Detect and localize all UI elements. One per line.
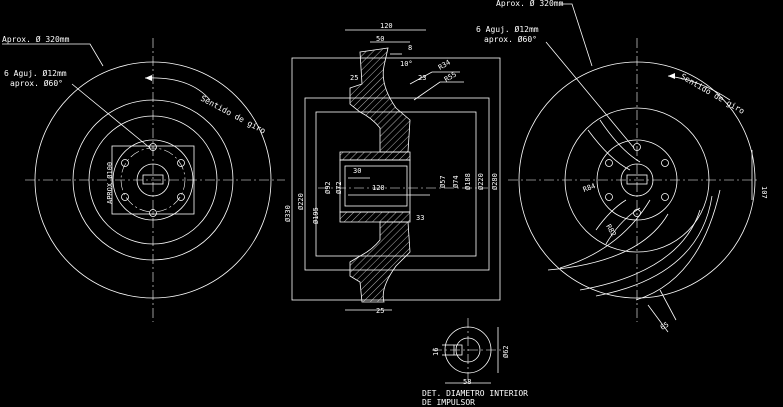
dim-33: 33: [416, 214, 424, 222]
left-rotation-label: Sentido de giro: [199, 94, 267, 136]
dim-57: Ø57: [439, 175, 447, 188]
dim-50: 50: [376, 35, 384, 43]
left-hub-label: APROX Ø100: [106, 162, 114, 204]
left-diameter-label: Aprox. Ø 320mm: [2, 34, 70, 44]
dim-10deg: 10°: [400, 60, 413, 68]
right-holes-label: 6 Aguj. Ø12mm: [476, 24, 539, 34]
bore-detail: 16 Ø62 58 DET. DIAMETRO INTERIOR DE IMPU…: [422, 318, 528, 407]
dim-330: Ø330: [284, 205, 292, 222]
dim-195: Ø195: [312, 207, 320, 224]
dim-92: Ø92: [324, 181, 332, 194]
dim-120-mid: 120: [372, 184, 385, 192]
dim-280: Ø280: [491, 173, 499, 190]
dim-r84: R84: [582, 182, 597, 194]
left-front-view: Aprox. Ø 320mm 6 Aguj. Ø12mm aprox. Ø60°…: [2, 34, 285, 322]
dim-25-left: 25: [350, 74, 358, 82]
dim-65: 65: [659, 321, 670, 332]
right-diameter-label: Aprox. Ø 320mm: [496, 0, 564, 8]
dim-188: Ø188: [464, 173, 472, 190]
dim-74: Ø74: [452, 175, 460, 188]
dim-220-left: Ø220: [297, 193, 305, 210]
dim-r34: R34: [437, 58, 452, 71]
right-back-view: Aprox. Ø 320mm 6 Aguj. Ø12mm aprox. Ø60°…: [476, 0, 768, 333]
dim-25-bottom: 25: [376, 307, 384, 315]
section-view: 120 50 8 10° R34 R55 25 23 Ø330 Ø220 Ø19…: [284, 22, 501, 315]
dim-72: Ø72: [335, 181, 343, 194]
dim-120-top: 120: [380, 22, 393, 30]
detail-caption-2: DE IMPULSOR: [422, 398, 475, 407]
detail-dim-62: Ø62: [502, 345, 510, 358]
detail-dim-16: 16: [432, 348, 440, 356]
dim-220-right: Ø220: [477, 173, 485, 190]
detail-caption-1: DET. DIAMETRO INTERIOR: [422, 389, 528, 398]
dim-23: 23: [418, 74, 426, 82]
dim-107: 107: [760, 186, 768, 199]
dim-30: 30: [353, 167, 361, 175]
detail-dim-58: 58: [463, 378, 471, 386]
dim-8: 8: [408, 44, 412, 52]
right-rotation-label: Sentido de giro: [679, 72, 746, 116]
left-holes-angle-label: aprox. Ø60°: [10, 78, 63, 88]
right-holes-angle-label: aprox. Ø60°: [484, 34, 537, 44]
dim-r82: R82: [604, 223, 617, 238]
left-holes-label: 6 Aguj. Ø12mm: [4, 68, 67, 78]
